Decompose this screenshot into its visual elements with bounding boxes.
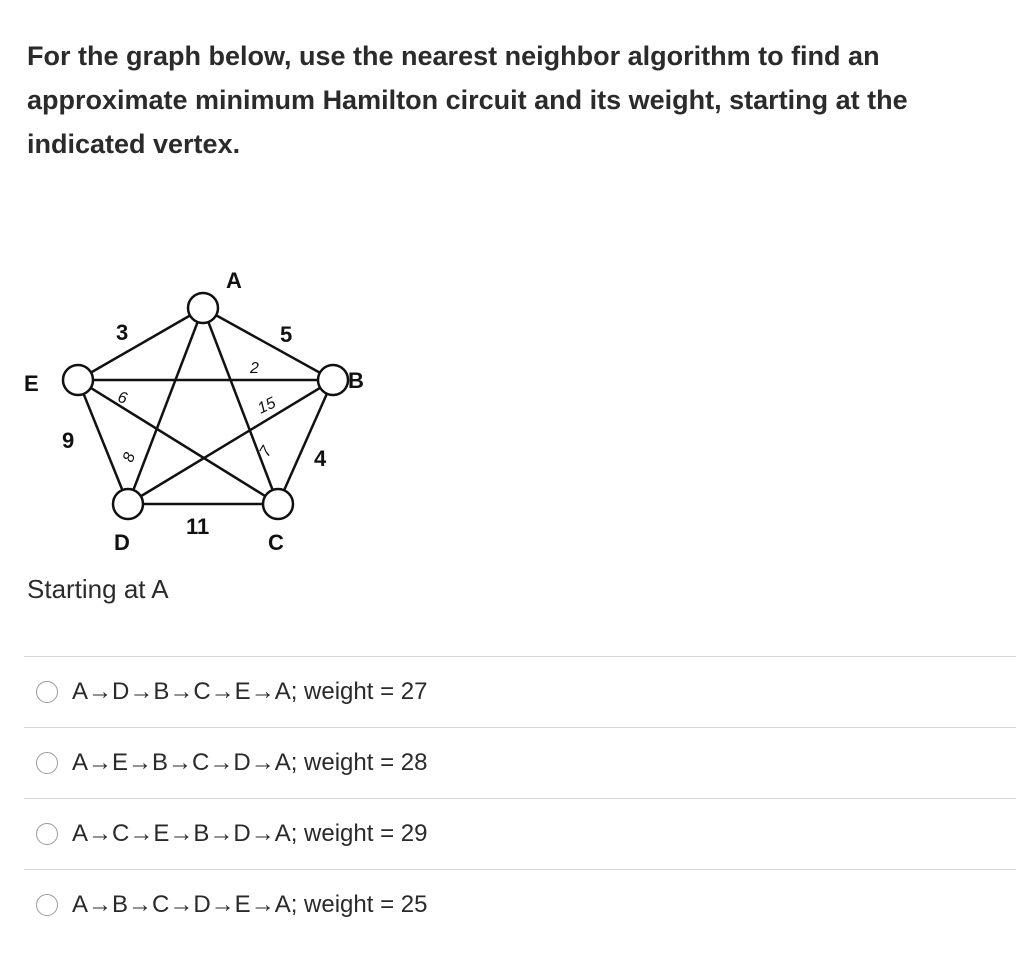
- radio-button[interactable]: [36, 681, 58, 703]
- weight-ec: 8: [120, 450, 139, 464]
- weight-bc: 4: [314, 446, 327, 471]
- answer-option-label: A→E→B→C→D→A; weight = 28: [72, 749, 428, 776]
- weight-ab: 5: [280, 322, 292, 347]
- vertex-a: [186, 291, 220, 325]
- answer-options: A→D→B→C→E→A; weight = 27 A→E→B→C→D→A; we…: [24, 656, 1016, 940]
- weight-be: 15: [255, 395, 278, 418]
- answer-option-1[interactable]: A→D→B→C→E→A; weight = 27: [24, 656, 1016, 727]
- vertex-label-d: D: [114, 530, 130, 555]
- radio-button[interactable]: [36, 823, 58, 845]
- weight-dc: 11: [186, 514, 209, 539]
- graph-figure: A B C D E 3 5 2 15 4 7 6 9 8 11: [18, 258, 388, 568]
- edge-ab: [202, 306, 334, 382]
- edge-bc: [276, 379, 335, 505]
- answer-option-4[interactable]: A→B→C→D→E→A; weight = 25: [24, 869, 1016, 940]
- edge-ed: [76, 379, 130, 505]
- edge-ae: [77, 306, 204, 382]
- edge-ac: [201, 307, 280, 505]
- radio-button[interactable]: [36, 894, 58, 916]
- radio-button[interactable]: [36, 752, 58, 774]
- edge-ec: [77, 378, 279, 506]
- answer-option-label: A→D→B→C→E→A; weight = 27: [72, 678, 428, 705]
- vertex-label-c: C: [268, 530, 284, 555]
- graph-svg: A B C D E 3 5 2 15 4 7 6 9 8 11: [24, 268, 364, 555]
- vertex-label-e: E: [24, 371, 39, 396]
- vertex-e: [61, 363, 95, 397]
- edge-bd: [127, 378, 334, 506]
- starting-vertex-text: Starting at A: [27, 574, 169, 604]
- answer-option-label: A→B→C→D→E→A; weight = 25: [72, 891, 428, 918]
- weight-ae: 3: [116, 320, 128, 345]
- weight-ad: 2: [249, 360, 259, 377]
- answer-option-3[interactable]: A→C→E→B→D→A; weight = 29: [24, 798, 1016, 869]
- answer-option-label: A→C→E→B→D→A; weight = 29: [72, 820, 428, 847]
- answer-option-2[interactable]: A→E→B→C→D→A; weight = 28: [24, 727, 1016, 798]
- vertex-c: [261, 487, 295, 521]
- vertex-label-b: B: [348, 368, 364, 393]
- vertex-label-a: A: [226, 268, 242, 293]
- weight-ce: 6: [116, 389, 129, 408]
- vertex-b: [316, 363, 350, 397]
- edge-ad: [126, 307, 205, 505]
- question-text: For the graph below, use the nearest nei…: [27, 41, 908, 159]
- vertex-d: [111, 487, 145, 521]
- weight-ed: 9: [62, 428, 74, 453]
